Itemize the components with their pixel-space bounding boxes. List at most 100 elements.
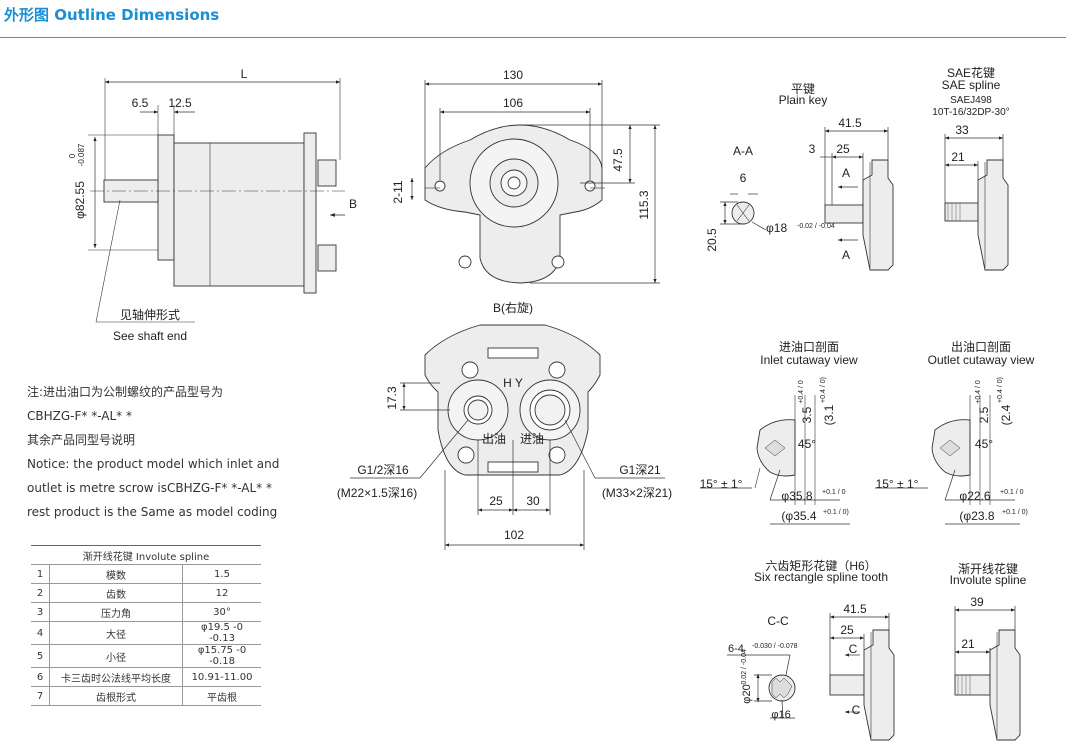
outlet-dia-2: (φ23.8: [959, 509, 994, 523]
table-cell-index: 4: [31, 621, 50, 645]
pk-dim-dia-18-tol: -0.02 / -0.04: [797, 223, 835, 230]
table-cell-name: 压力角: [49, 602, 183, 622]
shaft-label-cn: 见轴伸形式: [120, 307, 180, 322]
table-cell-name: 模数: [49, 564, 183, 584]
dim-6-5: 6.5: [132, 96, 149, 110]
inlet-dia-1-tol: +0.1 / 0: [822, 489, 846, 496]
rect-spline-drawing: [768, 629, 895, 741]
b-view-dims: [350, 382, 665, 550]
b-view: [424, 324, 601, 476]
table-cell-value: 10.91-11.00: [182, 667, 261, 687]
dim-106: 106: [503, 96, 523, 110]
inlet-chamfer: 15° ± 1°: [700, 477, 743, 491]
inlet-dia-2-tol: +0.1 / 0): [823, 509, 849, 516]
view-arrow-B: B: [349, 197, 357, 211]
table-cell-index: 5: [31, 644, 50, 668]
involute-shaft-drawing: [954, 629, 1021, 741]
inlet-view-title-cn: 进油口剖面: [779, 340, 839, 354]
table-cell-name: 齿数: [49, 583, 183, 603]
pk-section-label-bottom: A: [842, 248, 850, 262]
outlet-dia-1: φ22.6: [959, 489, 990, 503]
inlet-dims: [700, 469, 850, 525]
table-cell-index: 6: [31, 667, 50, 687]
sae-spline-drawing: [944, 159, 1009, 271]
table-cell-value: φ15.75 -0 -0.18: [182, 644, 261, 668]
table-row: 6 卡三齿时公法线平均长度 10.91-11.00: [31, 667, 261, 687]
table-row: 2 齿数 12: [31, 583, 261, 603]
table-cell-name: 大径: [49, 621, 183, 645]
outlet-dim-2-5: 2.5: [977, 406, 991, 423]
dim-2-11: 2-11: [391, 180, 405, 203]
inlet-dia-2: (φ35.4: [781, 509, 816, 523]
note-line: Notice: the product model which inlet an…: [27, 457, 280, 471]
dim-115-3: 115.3: [637, 190, 651, 219]
dim-30-ports: 30: [526, 494, 540, 508]
table-cell-value: φ19.5 -0 -0.13: [182, 621, 261, 645]
notes: 注:进出油口为公制螺纹的产品型号为 CBHZG-F* *-AL* * 其余产品同…: [27, 380, 279, 524]
rect-spline-title-en: Six rectangle spline tooth: [754, 570, 888, 584]
left-port-thread: G1/2深16: [357, 463, 409, 477]
pump-body: [173, 142, 305, 287]
table-row: 3 压力角 30°: [31, 602, 261, 622]
outlet-dim-2-5-tol: +0.4 / 0: [975, 380, 982, 404]
plain-key-title-en: Plain key: [779, 93, 828, 107]
outlet-dia-1-tol: +0.1 / 0: [1000, 489, 1024, 496]
table-row: 4 大径 φ19.5 -0 -0.13: [31, 621, 261, 645]
b-view-hy: H Y: [503, 376, 523, 390]
outlet-cutaway-drawing: [931, 395, 991, 505]
dim-25-ports: 25: [489, 494, 503, 508]
rear-cover: [303, 132, 317, 294]
inlet-dim-3-1-tol: +0.4 / 0): [820, 377, 827, 403]
outlet-dia-2-tol: +0.1 / 0): [1002, 509, 1028, 516]
plain-key-title-cn: 平键: [791, 82, 815, 96]
table-cell-index: 1: [31, 564, 50, 584]
pk-dim-6: 6: [740, 171, 747, 185]
table-cell-index: 2: [31, 583, 50, 603]
sae-dim-21: 21: [951, 150, 965, 164]
inlet-cn-label: 进油: [520, 432, 544, 446]
page-title: 外形图 Outline Dimensions: [4, 6, 220, 24]
is-dim-39: 39: [970, 595, 984, 609]
involute-shaft-title-en: Involute spline: [950, 573, 1027, 587]
table-cell-name: 卡三齿时公法线平均长度: [49, 667, 183, 687]
pk-dim-3: 3: [809, 142, 816, 156]
inlet-dim-3-5: 3.5: [800, 406, 814, 423]
involute-spline-table: 渐开线花键 Involute spline 1 模数 1.5 2 齿数 12 3…: [31, 545, 261, 706]
note-line: rest product is the Same as model coding: [27, 505, 278, 519]
table-cell-index: 7: [31, 686, 50, 706]
table-cell-value: 平齿根: [182, 686, 261, 706]
lower-port-boss: [317, 244, 337, 272]
dim-dia-82: φ82.55: [73, 181, 87, 219]
inlet-dim-3-1: (3.1: [822, 404, 836, 425]
pk-dim-41-5: 41.5: [838, 116, 862, 130]
involute-shaft-title-cn: 渐开线花键: [958, 561, 1018, 576]
rs-dim-25: 25: [840, 623, 854, 637]
rs-section-label-top: C: [849, 642, 858, 656]
outlet-view-title-cn: 出油口剖面: [951, 340, 1011, 354]
note-line: outlet is metre scrow isCBHZG-F* *-AL* *: [27, 481, 272, 495]
dim-12-5: 12.5: [168, 96, 192, 110]
right-port-thread: G1深21: [619, 463, 661, 477]
sae-standard: SAEJ498: [950, 95, 992, 106]
pk-dim-dia-18: φ18: [766, 221, 787, 235]
inlet-view-title-en: Inlet cutaway view: [760, 353, 858, 367]
table-cell-value: 1.5: [182, 564, 261, 584]
dim-17-3: 17.3: [385, 386, 399, 410]
left-port-metric: (M22×1.5深16): [337, 486, 417, 500]
inlet-dim-3-5-tol: +0.4 / 0: [798, 380, 805, 404]
rect-spline-dims: [727, 613, 890, 719]
rs-dim-6-4: 6-4: [728, 643, 744, 655]
table-row: 7 齿根形式 平齿根: [31, 686, 261, 706]
table-cell-name: 小径: [49, 644, 183, 668]
pk-dim-20-5: 20.5: [705, 228, 719, 252]
plain-key-section: A-A: [733, 144, 753, 158]
b-view-title: B(右旋): [493, 300, 533, 315]
outlet-dims: [875, 469, 1020, 525]
note-line: CBHZG-F* *-AL* *: [27, 409, 132, 423]
sae-dim-33: 33: [955, 123, 969, 137]
table-header-row: 渐开线花键 Involute spline: [31, 545, 261, 565]
outlet-view-title-en: Outlet cutaway view: [928, 353, 1035, 367]
dim-130: 130: [503, 68, 523, 82]
dim-L: L: [241, 67, 248, 81]
